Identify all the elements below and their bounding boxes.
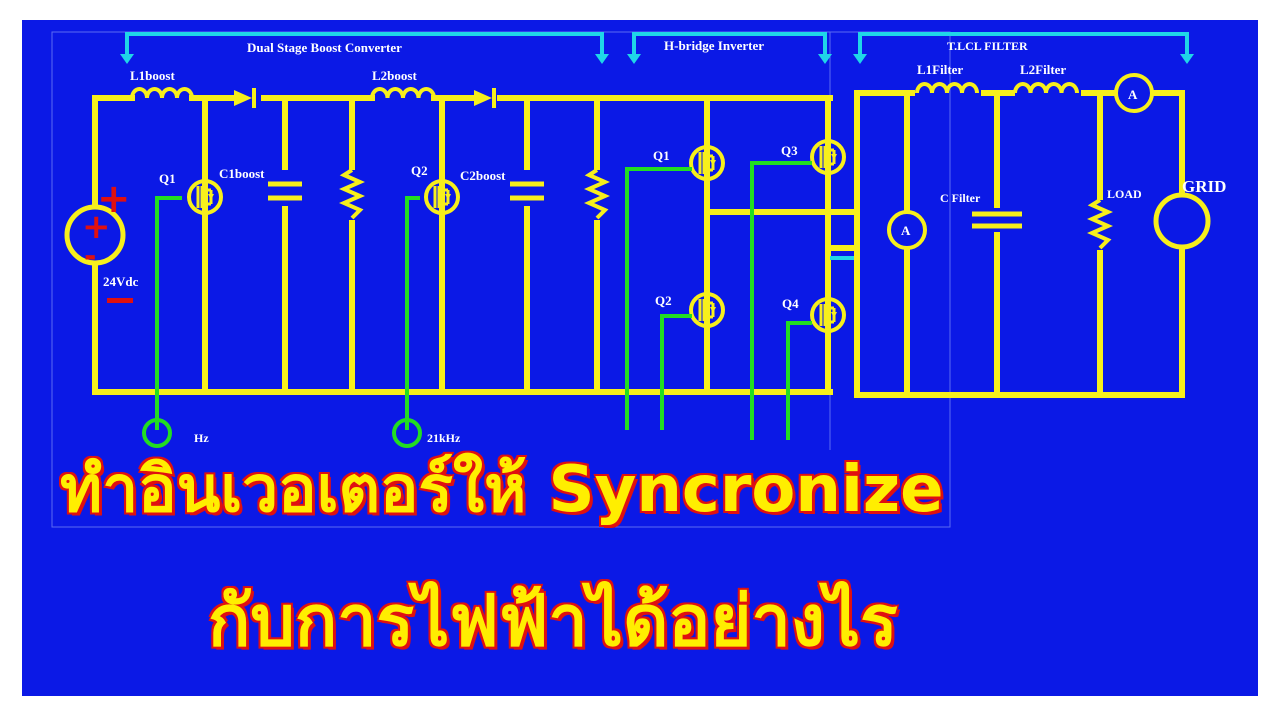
- label-q2: Q2: [655, 293, 672, 308]
- minus-sign: [107, 298, 133, 303]
- headline-line-1: ทำอินเวอเตอร์ให้ Syncronize: [60, 453, 944, 527]
- capacitor-c2boost: [510, 170, 544, 206]
- ammeter-top: [1114, 73, 1154, 113]
- inductor-l1boost: [130, 87, 194, 99]
- diode-1: [234, 88, 256, 108]
- label-l2filter: L2Filter: [1020, 62, 1066, 77]
- label-grid: GRID: [1182, 177, 1226, 196]
- label-q4: Q4: [782, 296, 799, 311]
- section-label-filter: T.LCL FILTER: [947, 39, 1028, 53]
- circuit-diagram: Dual Stage Boost Converter H-bridge Inve…: [51, 31, 1226, 528]
- thumbnail-canvas: Dual Stage Boost Converter H-bridge Inve…: [22, 20, 1258, 696]
- capacitor-cfilter: [972, 208, 1022, 232]
- section-label-boost: Dual Stage Boost Converter: [247, 40, 402, 55]
- label-q2-boost: Q2: [411, 163, 428, 178]
- resistor-boost-1: [339, 168, 365, 220]
- svg-text:+: +: [82, 207, 111, 247]
- resistor-boost-2: [584, 168, 610, 220]
- headline-line-2: กับการไฟฟ้าได้อย่างไร: [208, 580, 898, 662]
- section-label-hbridge: H-bridge Inverter: [664, 38, 764, 53]
- source-label: 24Vdc: [103, 274, 139, 289]
- dc-source: + -: [64, 204, 126, 274]
- freq-label-2: 21kHz: [427, 431, 461, 445]
- ammeter-top-label: A: [1128, 87, 1138, 102]
- label-c1boost: C1boost: [219, 166, 265, 181]
- diode-2: [474, 88, 496, 108]
- section-arrow-hbridge: [627, 32, 832, 64]
- gate-wiring: [155, 161, 812, 440]
- label-cfilter: C Filter: [940, 191, 981, 205]
- inductor-l2boost: [370, 87, 436, 99]
- ammeter-left: [887, 210, 927, 250]
- svg-text:-: -: [84, 239, 96, 274]
- pwm-source-1: [142, 418, 172, 448]
- pwm-source-2: [392, 418, 422, 448]
- resistor-load: [1087, 198, 1113, 250]
- label-q1-boost: Q1: [159, 171, 176, 186]
- label-l1filter: L1Filter: [917, 62, 963, 77]
- label-l1boost: L1boost: [130, 68, 175, 83]
- label-c2boost: C2boost: [460, 168, 506, 183]
- label-load: LOAD: [1107, 187, 1142, 201]
- inductor-l1filter: [915, 82, 979, 94]
- label-l2boost: L2boost: [372, 68, 417, 83]
- freq-label-1: Hz: [194, 431, 209, 445]
- section-arrow-boost: [120, 32, 609, 64]
- plus-sign: +: [97, 176, 131, 222]
- ammeter-left-label: A: [901, 223, 911, 238]
- section-arrow-filter: [853, 32, 1194, 64]
- boost-wiring: [92, 95, 860, 395]
- inductor-l2filter: [1013, 82, 1079, 94]
- label-q3: Q3: [781, 143, 798, 158]
- label-q1: Q1: [653, 148, 670, 163]
- capacitor-c1boost: [268, 170, 302, 206]
- grid-source: [1153, 192, 1211, 250]
